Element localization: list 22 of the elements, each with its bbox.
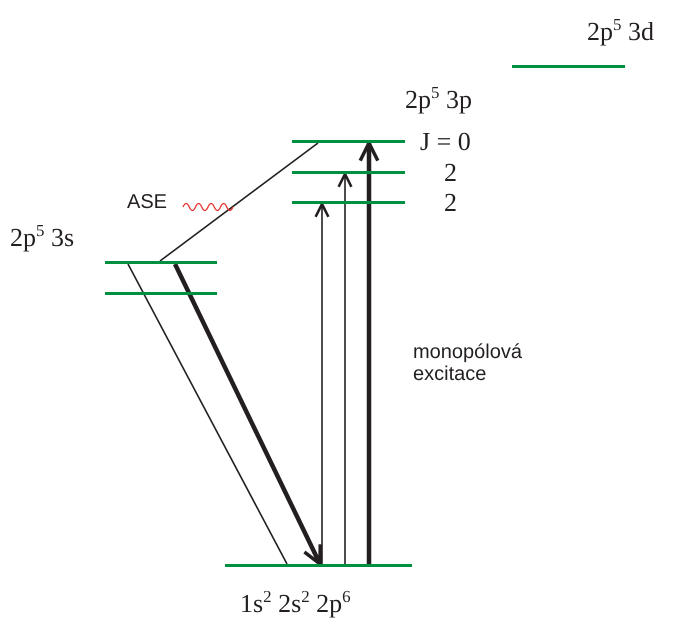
energy-level-bar (105, 261, 217, 264)
level-label: 2 (444, 189, 457, 218)
transition-arrow (337, 172, 353, 564)
energy-level-bar (225, 564, 412, 567)
transition-line (127, 264, 288, 564)
configuration-label: 2p$^{5}$ 3p (405, 86, 472, 115)
energy-level-bar (105, 292, 217, 295)
energy-level-bar (292, 171, 405, 174)
level-label: 2 (444, 159, 457, 188)
transition-arrow (314, 202, 330, 564)
annotation-text: monopólová excitace (413, 341, 523, 385)
energy-level-bar (512, 65, 625, 68)
annotation-text: ASE (127, 191, 168, 213)
energy-level-bar (292, 201, 405, 204)
level-label: J = 0 (420, 128, 471, 157)
configuration-label: 2p$^{5}$ 3s (10, 224, 74, 253)
transition-arrow (358, 141, 380, 564)
transition-line (160, 142, 318, 262)
transition-arrow (172, 263, 322, 566)
level-label: 2p$^{5}$ 3d (587, 18, 654, 47)
energy-level-bar (292, 140, 405, 143)
level-label: 1s$^{2}$ 2s$^{2}$ 2p$^{6}$ (240, 590, 351, 619)
